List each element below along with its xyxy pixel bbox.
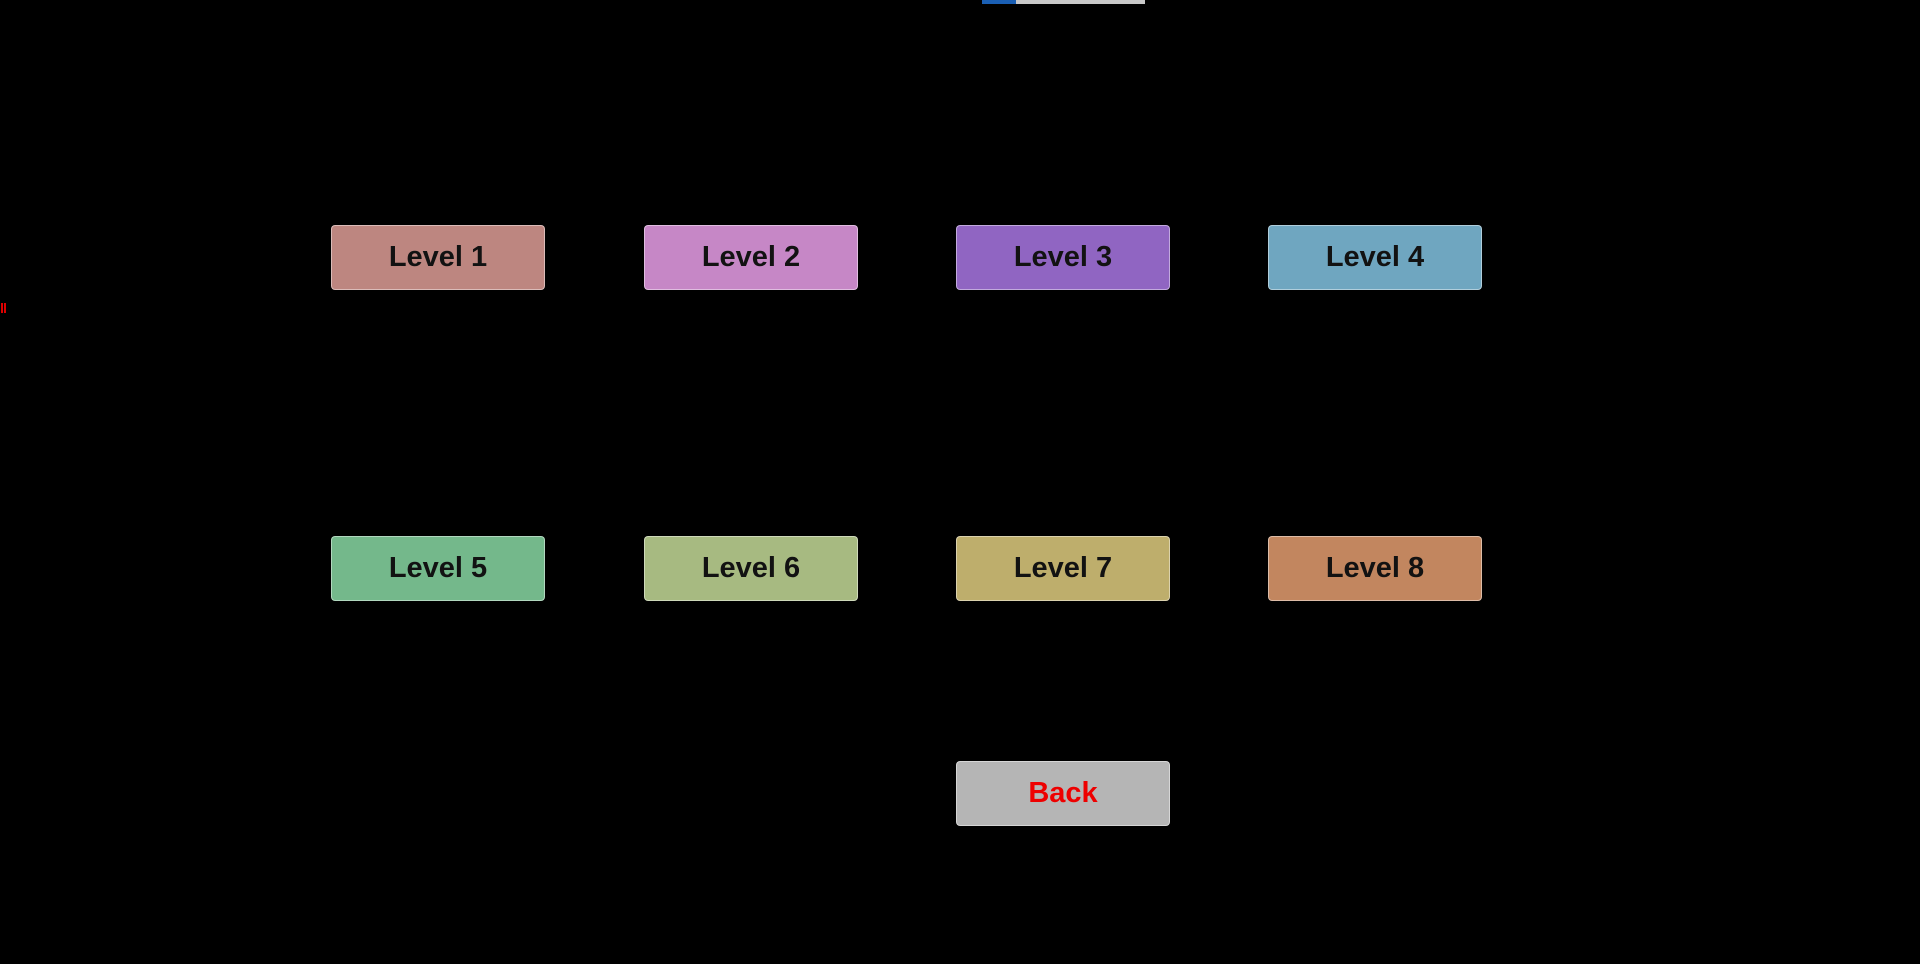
level-7-button[interactable]: Level 7 bbox=[956, 536, 1170, 601]
red-artifact-bar bbox=[4, 303, 6, 313]
level-4-button[interactable]: Level 4 bbox=[1268, 225, 1482, 290]
level-5-button[interactable]: Level 5 bbox=[331, 536, 545, 601]
level-2-button[interactable]: Level 2 bbox=[644, 225, 858, 290]
level-6-button[interactable]: Level 6 bbox=[644, 536, 858, 601]
level-1-button[interactable]: Level 1 bbox=[331, 225, 545, 290]
progress-bar bbox=[982, 0, 1145, 4]
back-button[interactable]: Back bbox=[956, 761, 1170, 826]
red-artifact-bar bbox=[1, 303, 3, 313]
progress-bar-fill bbox=[982, 0, 1017, 4]
level-8-button[interactable]: Level 8 bbox=[1268, 536, 1482, 601]
level-3-button[interactable]: Level 3 bbox=[956, 225, 1170, 290]
red-artifact bbox=[1, 303, 7, 313]
